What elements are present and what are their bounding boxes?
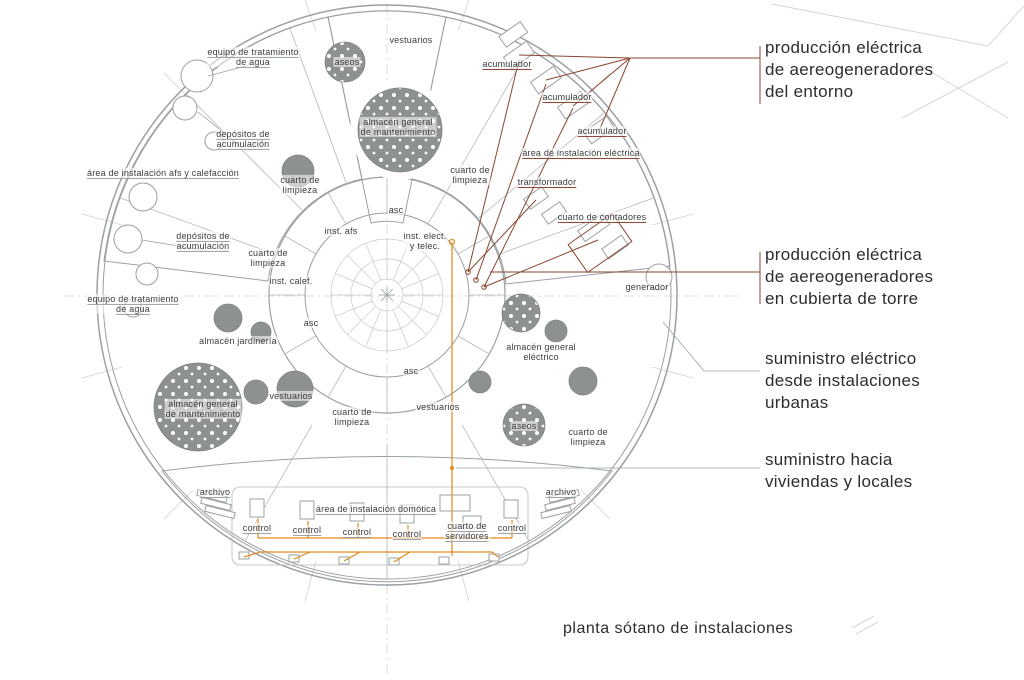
plan-room-label: acumulador	[481, 58, 533, 70]
center-mark	[379, 287, 395, 303]
plan-room-label: cuarto de limpieza	[449, 164, 491, 186]
hatch-sector-west	[103, 16, 363, 282]
corner-sketch-lines	[771, 3, 1024, 635]
plan-room-label: aseos	[510, 420, 538, 432]
plan-room-label: equipo de tratamiento de agua	[206, 46, 300, 68]
plan-room-label: cuarto de limpieza	[331, 406, 373, 428]
plan-room-label: control	[496, 522, 528, 534]
plan-room-label: almacén general eléctrico	[505, 341, 577, 363]
plan-room-label: equipo de tratamiento de agua	[86, 293, 180, 315]
plan-room-label: cuarto de limpieza	[279, 174, 321, 196]
hatch-sector-south	[161, 456, 613, 583]
plan-room-label: almacén general de mantenimiento	[164, 398, 242, 420]
electrical-leader-lines	[465, 46, 761, 304]
hatch-sector-top	[327, 10, 447, 224]
plan-room-label: asc	[402, 365, 420, 377]
plan-room-label: cuarto de contadores	[556, 211, 648, 223]
plan-room-label: vestuarios	[415, 401, 461, 413]
plan-room-label: control	[391, 528, 423, 540]
domotics-hall	[196, 486, 580, 566]
annotation-produccion-cubierta: producción eléctrica de aereogeneradores…	[765, 245, 934, 309]
plan-room-label: transformador	[516, 176, 578, 188]
plan-room-label: área de instalación eléctrica	[521, 147, 641, 159]
plan-room-label: almacén jardinería	[198, 335, 278, 347]
plan-room-label: control	[291, 524, 323, 536]
annotation-suministro-urbano: suministro eléctrico desde instalaciones…	[765, 349, 921, 413]
plan-room-label: depósitos de acumulación	[215, 128, 271, 150]
plan-room-label: área de instalación afs y calefacción	[86, 167, 240, 179]
plan-room-label: control	[241, 522, 273, 534]
plan-room-label: inst. calef.	[268, 275, 314, 287]
plan-room-label: cuarto de servidores	[444, 520, 490, 542]
plan-room-label: archivo	[198, 486, 232, 498]
plan-room-label: archivo	[544, 486, 578, 498]
plan-room-label: vestuarios	[268, 390, 314, 402]
plan-room-label: aseos	[333, 56, 361, 68]
plan-room-label: cuarto de limpieza	[247, 247, 289, 269]
plan-room-label: inst. elect. y telec.	[402, 230, 448, 252]
archive-shelves	[196, 488, 580, 520]
plan-room-label: control	[341, 526, 373, 538]
plan-room-label: vestuarios	[388, 34, 434, 46]
plan-room-label: depósitos de acumulación	[175, 230, 231, 252]
spiral-stair	[330, 238, 444, 352]
plan-room-label: asc	[387, 204, 405, 216]
annotation-suministro-viviendas: suministro hacia viviendas y locales	[765, 450, 913, 492]
annotation-produccion-entorno: producción eléctrica de aereogeneradores…	[765, 38, 934, 102]
plan-room-label: acumulador	[541, 91, 593, 103]
plan-room-label: acumulador	[576, 125, 628, 137]
plan-room-label: asc	[302, 317, 320, 329]
plan-room-label: área de instalación domótica	[314, 503, 438, 515]
plan-caption: planta sótano de instalaciones	[563, 620, 794, 637]
plan-room-label: cuarto de limpieza	[567, 426, 609, 448]
plan-room-label: almacén general de mantenimiento	[359, 116, 437, 138]
plan-room-label: inst. afs	[323, 225, 359, 237]
plan-room-label: generador	[624, 281, 670, 293]
